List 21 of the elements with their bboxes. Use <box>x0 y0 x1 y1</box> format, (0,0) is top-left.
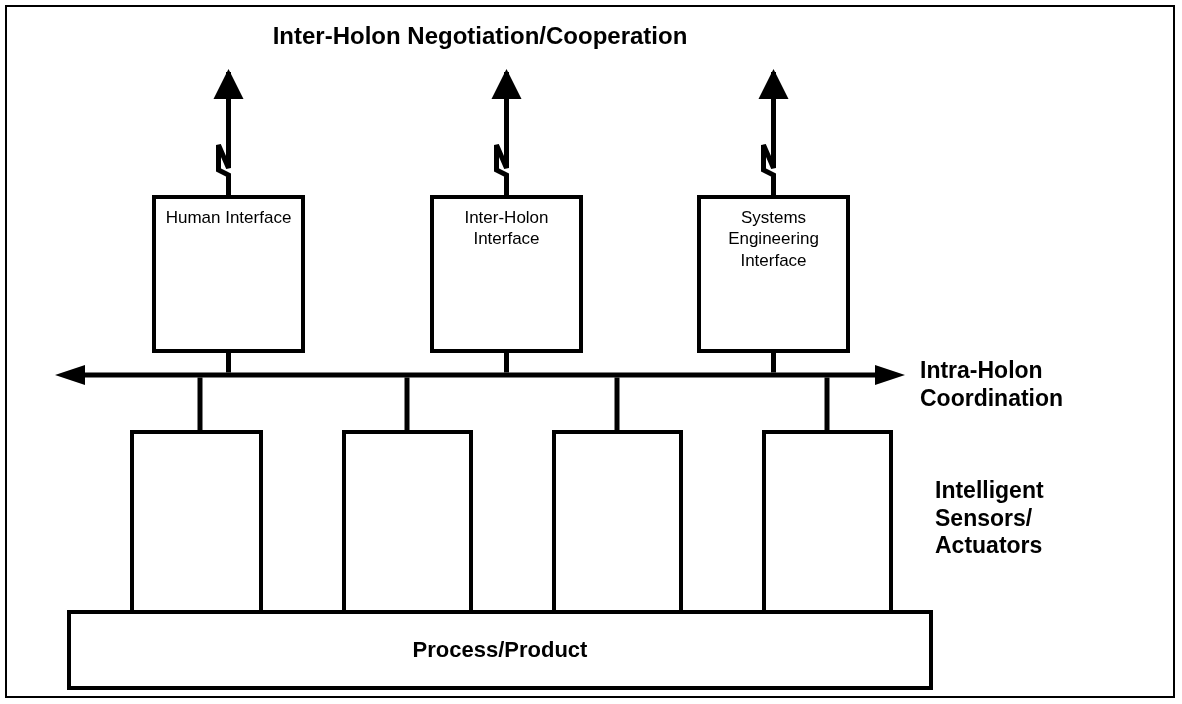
component-box <box>430 195 583 353</box>
component-box <box>67 610 933 690</box>
box-label: Process/Product <box>412 636 588 664</box>
lightning-arrow <box>491 69 522 195</box>
connector-line <box>404 377 410 430</box>
box-label: Human Interface <box>165 207 292 229</box>
connector-line <box>614 377 620 430</box>
lightning-arrow <box>758 69 789 195</box>
side-label: Intelligent Sensors/ Actuators <box>935 477 1045 560</box>
box-label: Systems Engineering Interface <box>727 207 820 271</box>
component-box <box>697 195 850 353</box>
component-box <box>152 195 305 353</box>
connector-line <box>504 353 509 373</box>
diagram-title: Inter-Holon Negotiation/Cooperation <box>271 22 689 50</box>
box-label: Inter-Holon Interface <box>463 207 550 250</box>
side-label: Intra-Holon Coordination <box>920 357 1065 413</box>
connector-line <box>771 353 776 373</box>
connector-line <box>824 377 830 430</box>
lightning-arrow <box>213 69 244 195</box>
connector-line <box>226 353 231 373</box>
connector-line <box>197 377 203 430</box>
